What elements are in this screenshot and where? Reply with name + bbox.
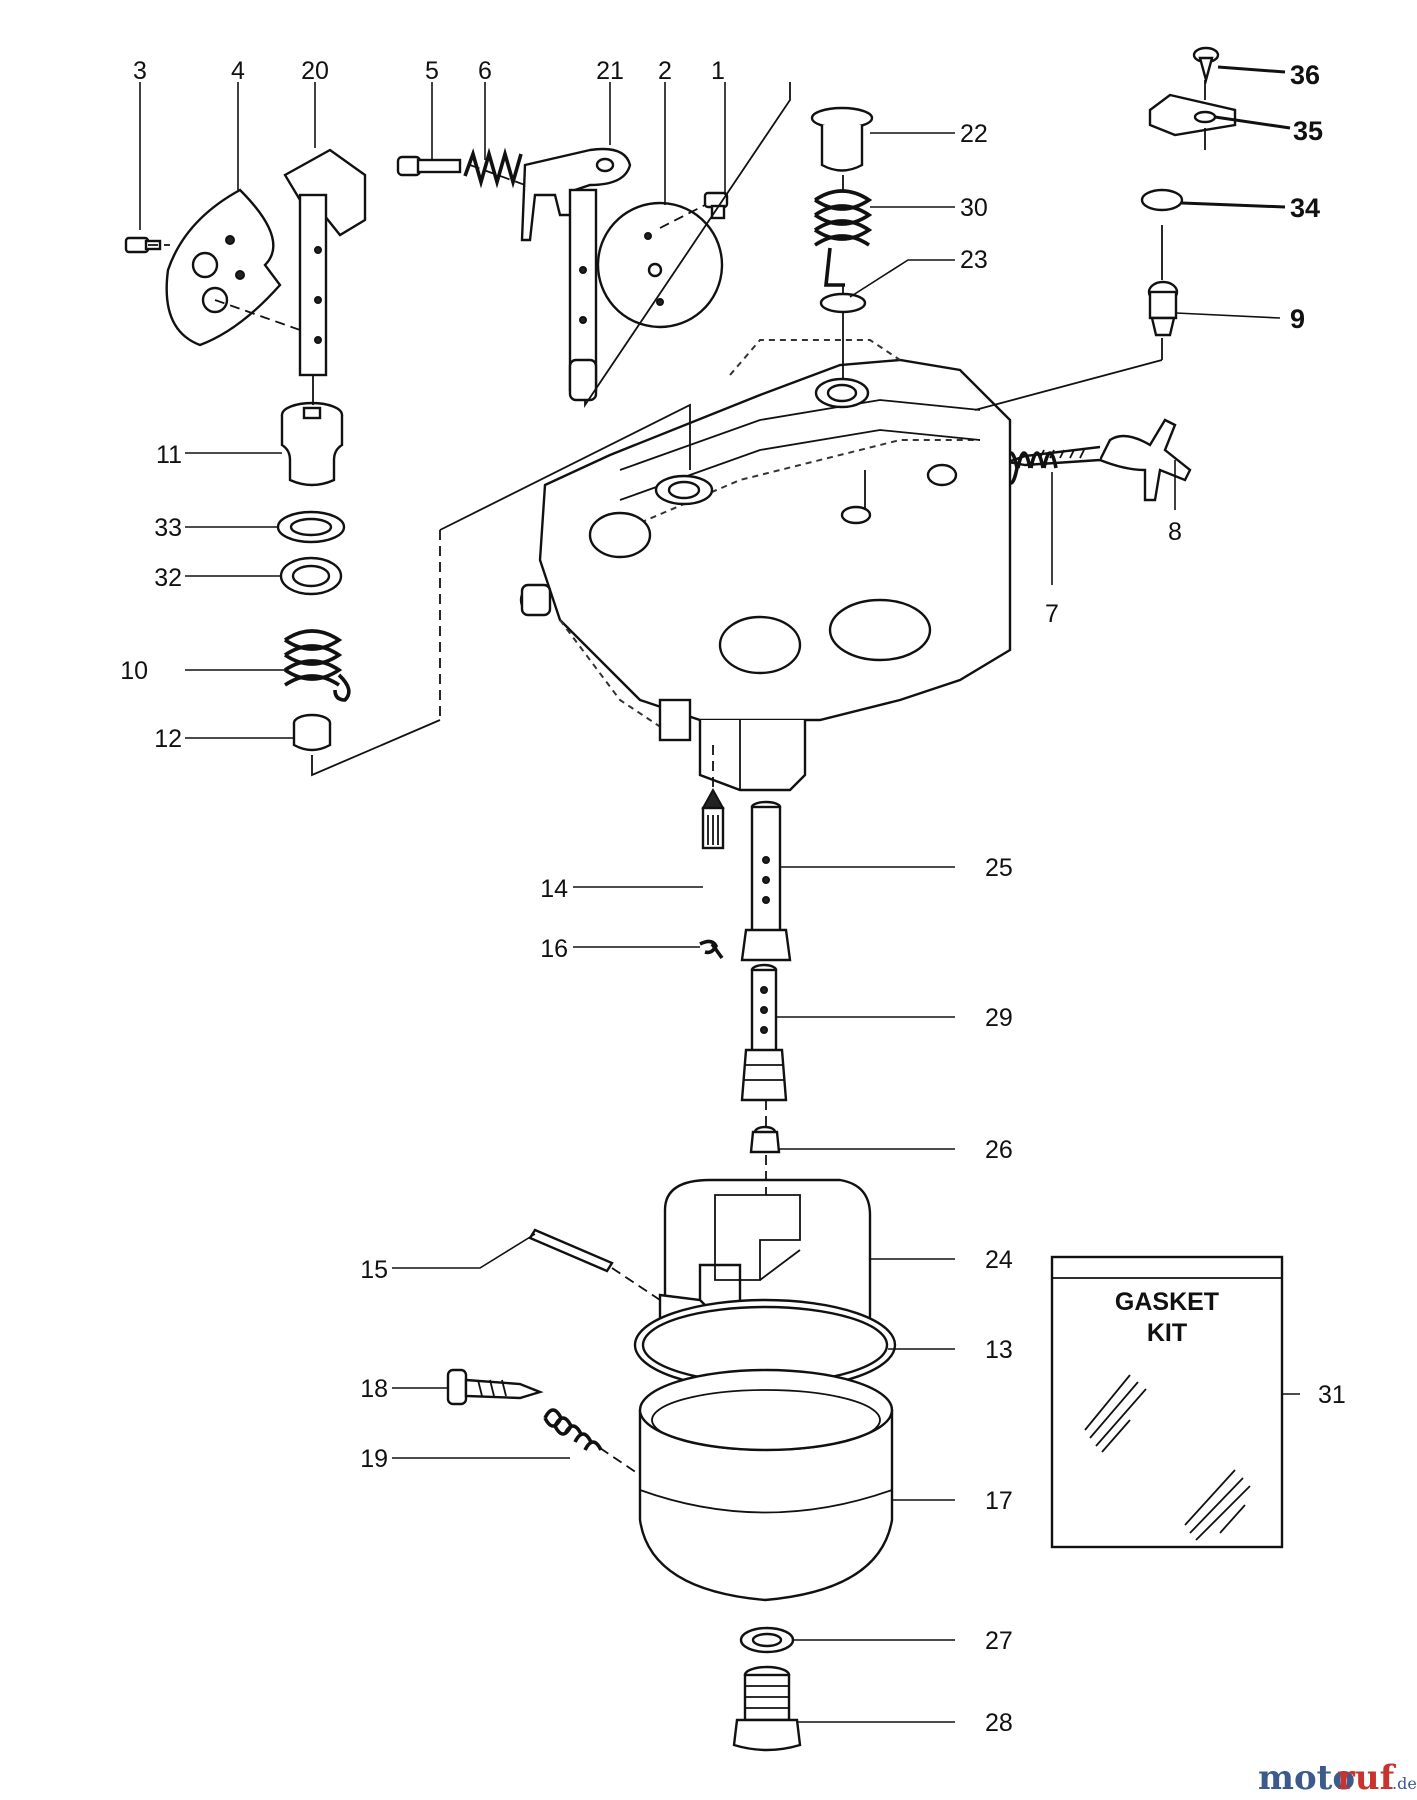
- part-20-choke-shaft: [283, 148, 367, 377]
- callout-10: 10: [120, 657, 148, 685]
- align-body-9: [974, 359, 1163, 411]
- part-31-gasket-kit: [1050, 1255, 1284, 1549]
- part-2-throttle-plate: [596, 201, 724, 329]
- callout-21: 21: [596, 57, 624, 85]
- part-12-bushing: [292, 713, 332, 752]
- callout-14: 14: [540, 875, 568, 903]
- align-19-17: [599, 1447, 641, 1476]
- callout-6: 6: [478, 57, 492, 85]
- part-4-choke-plate: [165, 188, 282, 347]
- callout-16: 16: [540, 935, 568, 963]
- part-32-washer-hole: [291, 564, 331, 588]
- part-7-spring: [1003, 451, 1058, 485]
- align-2-1: [659, 204, 706, 229]
- part-8-needle-valve: [1003, 418, 1192, 502]
- callout-30: 30: [960, 194, 988, 222]
- svg-text:moto: moto: [1258, 1758, 1355, 1798]
- align-frame-top: [439, 403, 691, 531]
- callout-19: 19: [360, 1445, 388, 1473]
- callout-1: 1: [711, 57, 725, 85]
- callout-18: 18: [360, 1375, 388, 1403]
- carburetor-body: [519, 339, 1012, 792]
- part-9-jet: [1147, 280, 1179, 337]
- callout-24: 24: [985, 1246, 1013, 1274]
- callout-23: 23: [960, 246, 988, 274]
- part-36-screw: [1192, 46, 1220, 85]
- callout-25: 25: [985, 854, 1013, 882]
- callout-29: 29: [985, 1004, 1013, 1032]
- callout-27: 27: [985, 1627, 1013, 1655]
- leader-lines: [139, 65, 1300, 1723]
- callout-34: 34: [1290, 193, 1320, 223]
- gasket-kit-title-line2: KIT: [1147, 1319, 1187, 1347]
- callout-11: 11: [156, 441, 182, 469]
- callout-5: 5: [425, 57, 439, 85]
- callout-35: 35: [1293, 116, 1323, 146]
- callout-4: 4: [231, 57, 245, 85]
- align-21-22-frame: [584, 82, 791, 408]
- part-15-alignment-line: [611, 1267, 661, 1301]
- part-28-bowl-nut: [732, 1665, 802, 1752]
- svg-text:.de: .de: [1392, 1774, 1417, 1793]
- callout-9: 9: [1290, 304, 1305, 334]
- part-29-nozzle: [740, 963, 788, 1102]
- align-36-9: [1161, 80, 1206, 360]
- part-1-screw: [703, 191, 729, 220]
- callout-26: 26: [985, 1136, 1013, 1164]
- callout-7: 7: [1045, 600, 1059, 628]
- part-16-clip: [699, 939, 724, 960]
- part-17-float-bowl: [638, 1368, 894, 1602]
- callout-17: 17: [985, 1487, 1013, 1515]
- part-6-spring: [463, 147, 523, 189]
- part-25-main-nozzle: [740, 800, 792, 962]
- part-19-spring: [543, 1408, 603, 1451]
- callout-20: 20: [301, 57, 329, 85]
- part-10-spring: [284, 629, 351, 702]
- callout-15: 15: [360, 1256, 388, 1284]
- part-27-washer: [739, 1626, 795, 1654]
- part-26-jet: [749, 1125, 781, 1154]
- part-33-washer-hole: [289, 517, 333, 537]
- part-23-washer: [819, 292, 867, 314]
- callout-31: 31: [1318, 1381, 1346, 1409]
- part-21-throttle-shaft: [520, 147, 632, 402]
- align-6-21: [469, 164, 526, 186]
- callout-2: 2: [658, 57, 672, 85]
- callout-8: 8: [1168, 518, 1182, 546]
- callout-28: 28: [985, 1709, 1013, 1737]
- part-11-cap: [280, 401, 344, 487]
- part-5-screw: [396, 155, 462, 177]
- callout-33: 33: [154, 514, 182, 542]
- part-34-washer: [1140, 188, 1184, 212]
- part-35-bracket: [1148, 93, 1237, 137]
- callout-labels: 1 2 3 4 5 6 7 8 9 10 11 12 13 14 15 16 1…: [120, 57, 1346, 1737]
- part-13-gasket: [633, 1298, 897, 1392]
- svg-text:ruf: ruf: [1337, 1758, 1397, 1798]
- watermark-logo: moto ruf .de: [1258, 1758, 1417, 1798]
- gasket-kit-title-line1: GASKET: [1115, 1288, 1219, 1316]
- callout-32: 32: [154, 564, 182, 592]
- part-30-spring: [814, 189, 873, 287]
- part-15-pin: [528, 1228, 614, 1273]
- callout-22: 22: [960, 120, 988, 148]
- callout-13: 13: [985, 1336, 1013, 1364]
- align-12-frame: [311, 719, 441, 777]
- part-22-cap: [810, 106, 874, 172]
- callout-36: 36: [1290, 60, 1320, 90]
- callout-12: 12: [154, 725, 182, 753]
- part-14-inlet-needle: [701, 787, 725, 850]
- part-18-screw: [446, 1368, 544, 1406]
- callout-3: 3: [133, 57, 147, 85]
